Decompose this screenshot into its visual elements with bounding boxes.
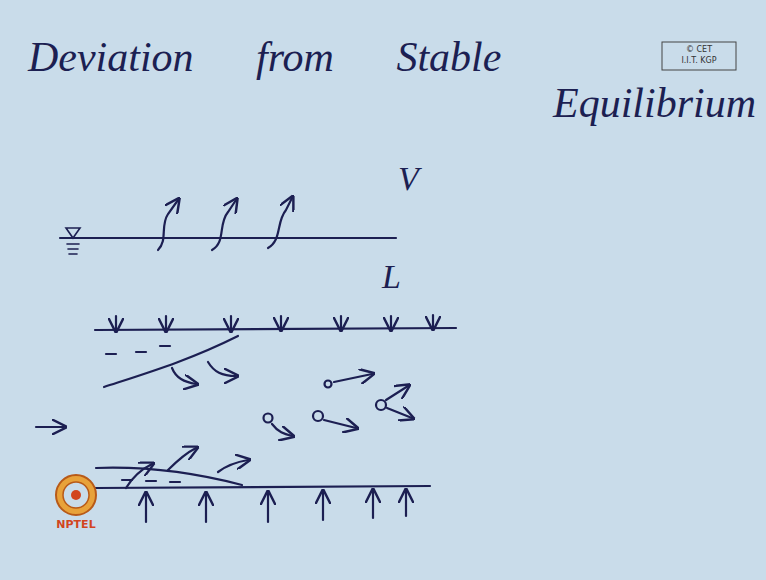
- slide-title: Deviation from Stable Equilibrium: [28, 34, 756, 126]
- phase-label: L: [382, 258, 401, 296]
- logo-text: NPTEL: [56, 518, 95, 531]
- logo-text: © CET: [686, 45, 712, 54]
- nptel-emblem: [56, 475, 96, 515]
- logo-text: I.I.T. KGP: [681, 56, 716, 65]
- phase-label: V: [398, 160, 419, 198]
